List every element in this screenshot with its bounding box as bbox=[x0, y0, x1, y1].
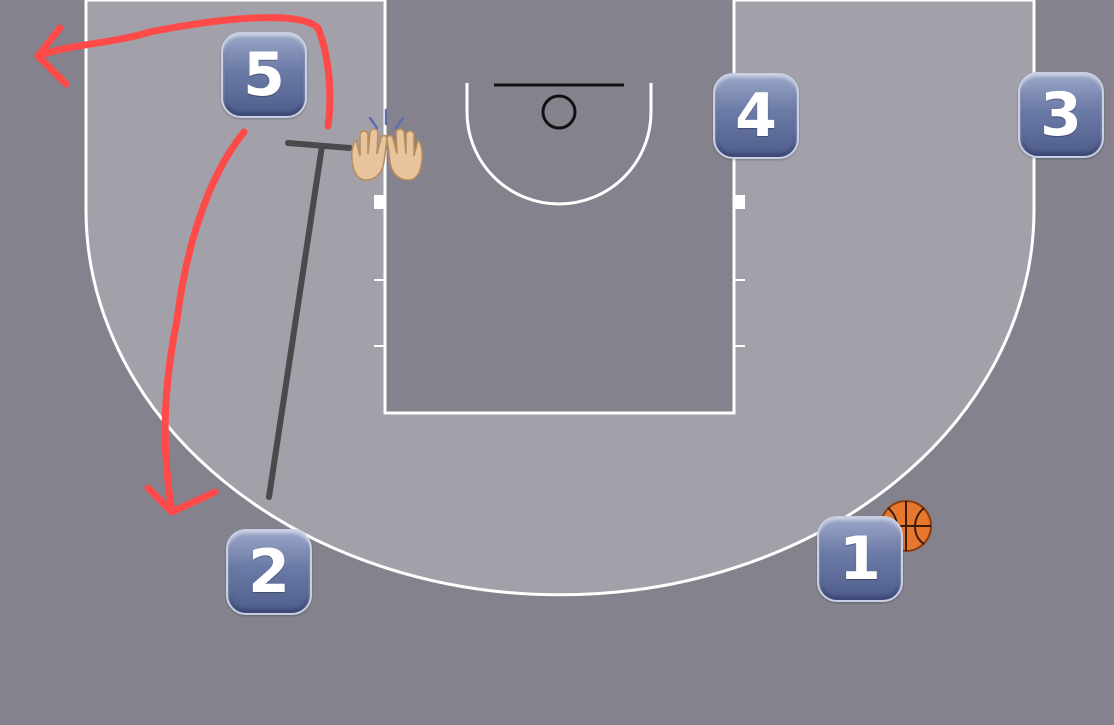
screen-line bbox=[266, 140, 353, 500]
raised-hands-icon bbox=[351, 108, 423, 181]
arrow-to-left-wing bbox=[34, 14, 334, 130]
lane-block-left bbox=[374, 195, 385, 209]
player-number: 5 bbox=[243, 40, 285, 110]
player-2-badge[interactable]: 2 bbox=[226, 529, 312, 615]
player-5-badge[interactable]: 5 bbox=[221, 32, 307, 118]
player-1-badge[interactable]: 1 bbox=[817, 516, 903, 602]
restricted-area-arc bbox=[465, 83, 653, 206]
lane-block-right bbox=[734, 195, 745, 209]
player-number: 2 bbox=[248, 537, 290, 607]
paint-lane bbox=[383, 0, 736, 415]
arrow-to-corner bbox=[144, 128, 248, 516]
player-number: 3 bbox=[1040, 80, 1082, 150]
player-number: 4 bbox=[735, 81, 777, 151]
lane-hash-marks bbox=[374, 279, 745, 347]
rim bbox=[541, 94, 577, 130]
player-number: 1 bbox=[839, 524, 881, 594]
player-4-badge[interactable]: 4 bbox=[713, 73, 799, 159]
player-3-badge[interactable]: 3 bbox=[1018, 72, 1104, 158]
